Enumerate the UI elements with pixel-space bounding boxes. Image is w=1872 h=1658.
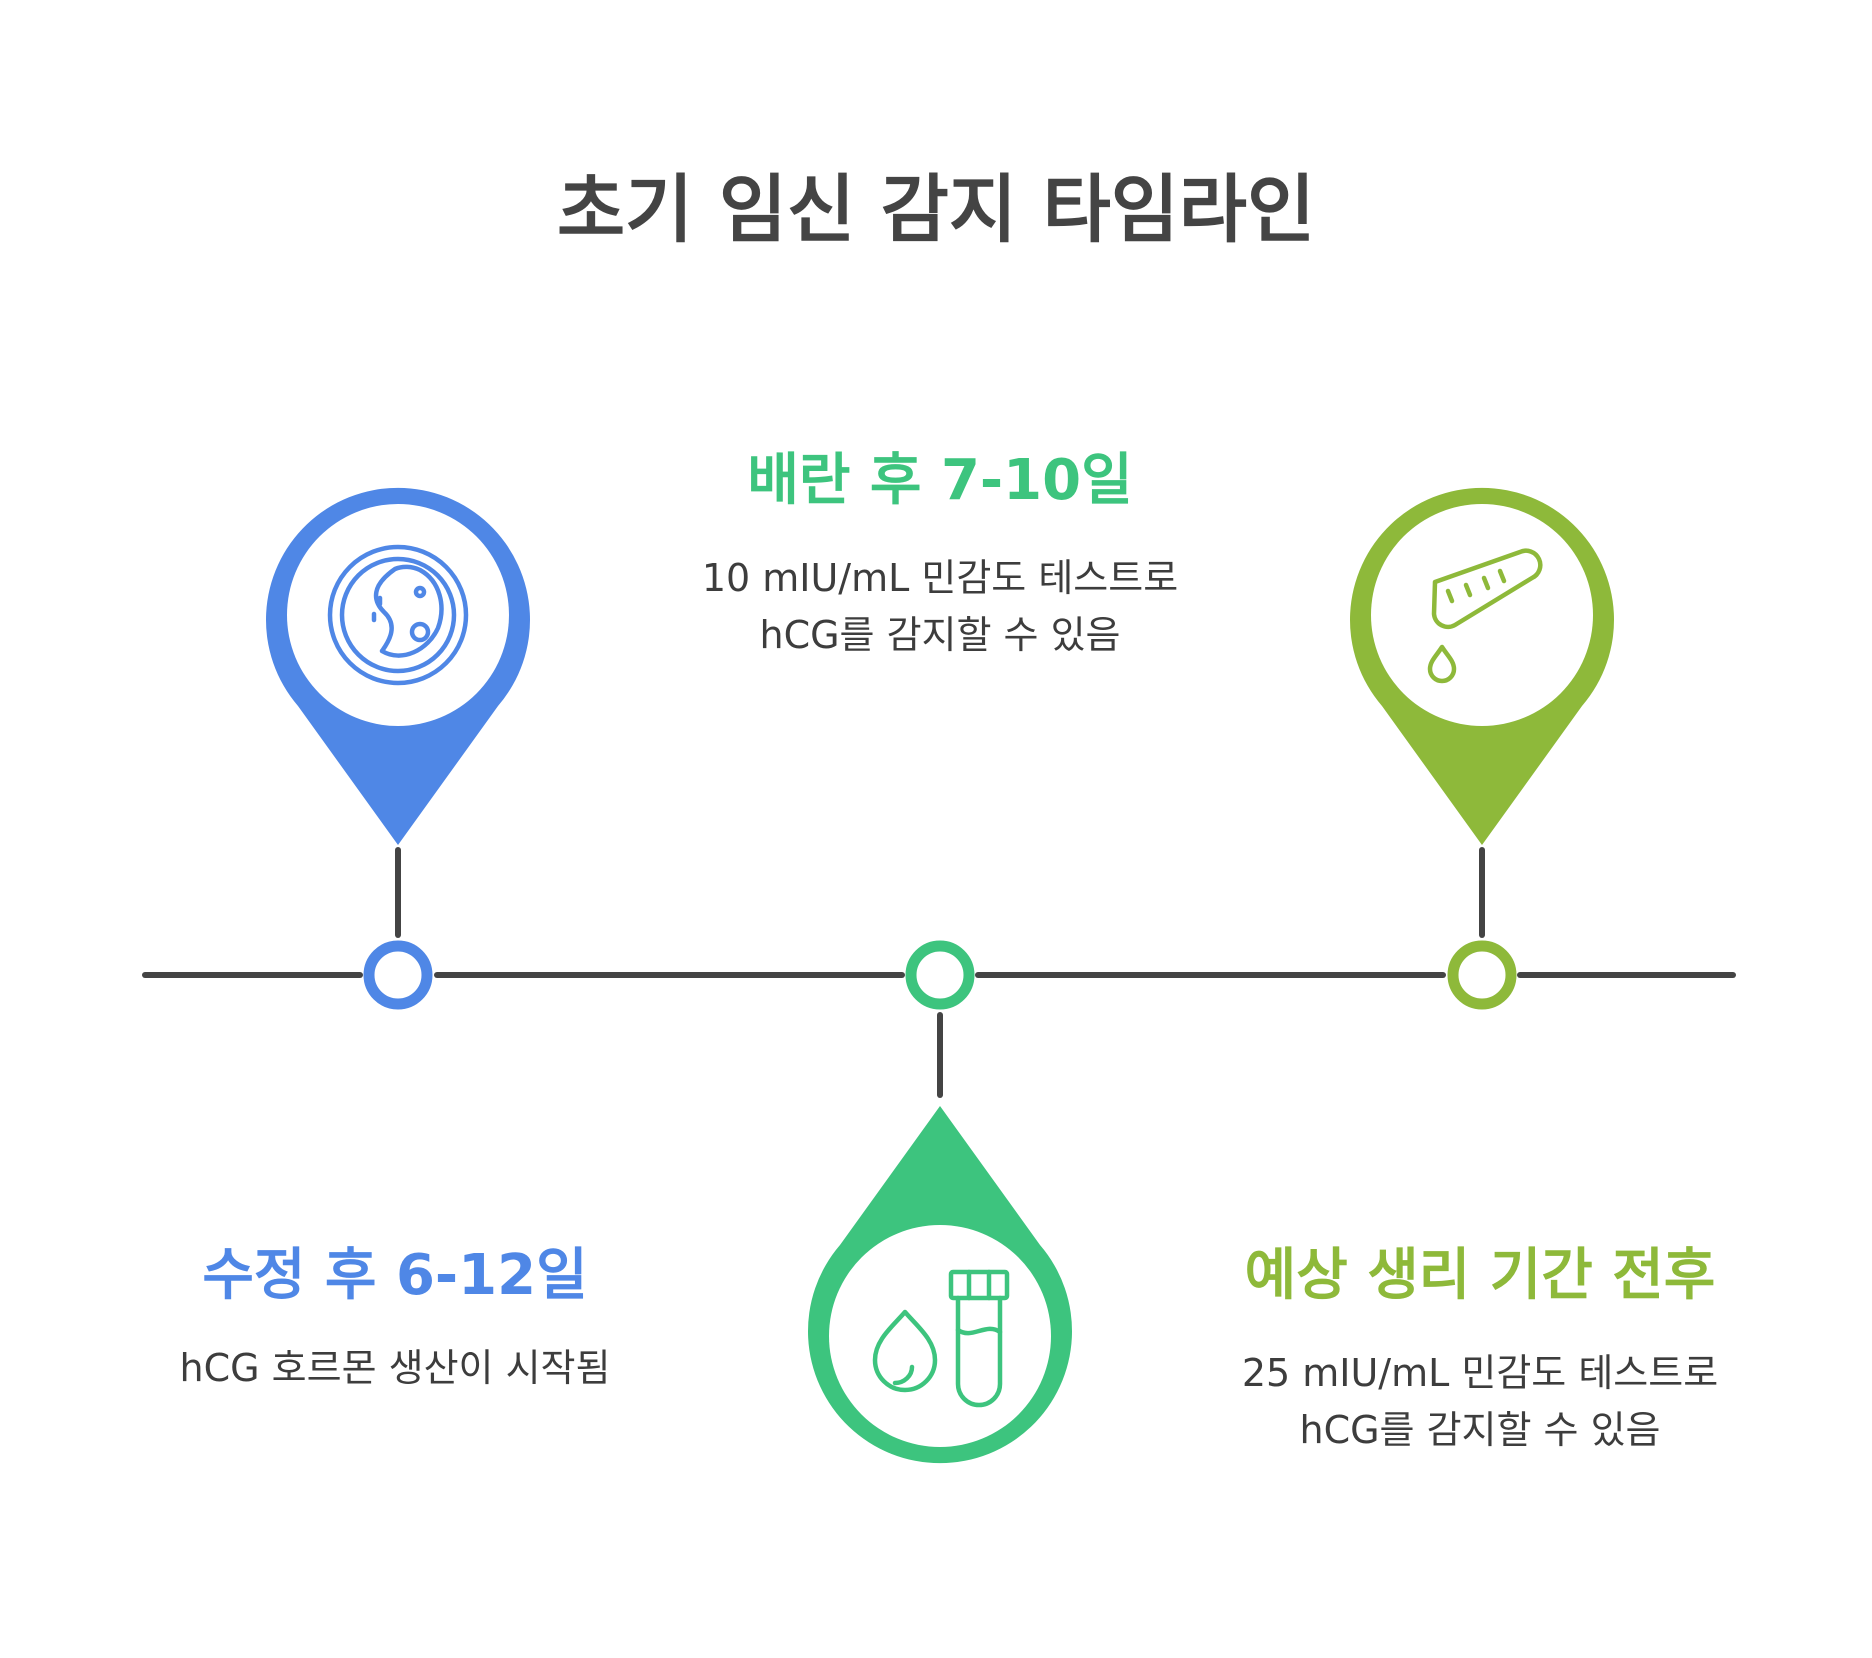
timeline-node-1 — [363, 940, 433, 1010]
location-pin-1 — [266, 487, 530, 845]
timeline-axis — [142, 847, 1736, 1098]
timeline-node-2 — [905, 940, 975, 1010]
page-title: 초기 임신 감지 타임라인 — [556, 167, 1316, 253]
milestone-description-2: 10 mIU/mL 민감도 테스트로 hCG를 감지할 수 있음 — [701, 556, 1179, 657]
milestone-heading-2: 배란 후 7-10일 — [747, 448, 1133, 513]
location-pin-2 — [807, 1106, 1072, 1464]
cell-dish-icon — [327, 544, 469, 686]
milestone-description-3: 25 mIU/mL 민감도 테스트로 hCG를 감지할 수 있음 — [1241, 1351, 1719, 1452]
milestone-heading-3: 예상 생리 기간 전후 — [1244, 1243, 1716, 1308]
pouring-test-tube-icon — [1427, 548, 1543, 684]
timeline-node-3 — [1447, 940, 1517, 1010]
milestone-description-1: hCG 호르몬 생산이 시작됨 — [179, 1346, 611, 1390]
location-pin-3 — [1350, 487, 1615, 845]
blood-drop-test-tube-icon — [872, 1269, 1010, 1408]
milestone-heading-1: 수정 후 6-12일 — [202, 1243, 588, 1308]
